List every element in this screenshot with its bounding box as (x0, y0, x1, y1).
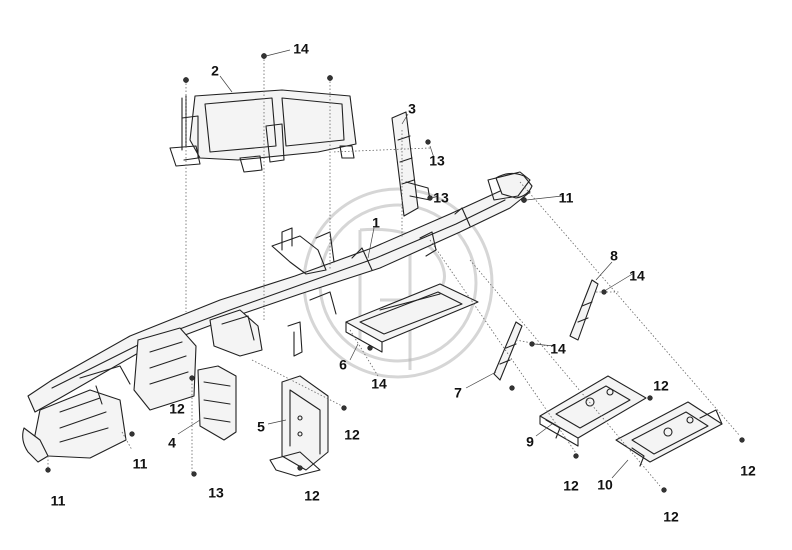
callout-label-c14c: 14 (550, 341, 566, 357)
callout-label-c6: 6 (339, 357, 347, 373)
tray-bracket (345, 283, 479, 353)
callout-label-c12f: 12 (740, 463, 756, 479)
callout-label-c4: 4 (168, 435, 176, 451)
screw-icon (189, 375, 195, 381)
screw-icon (327, 75, 333, 81)
screw-icon (183, 77, 189, 83)
callout-label-c12d: 12 (653, 378, 669, 394)
callout-label-c12e: 12 (563, 478, 579, 494)
mounting-plate-left (539, 375, 647, 447)
callout-label-c9: 9 (526, 434, 534, 450)
vertical-rail-right (569, 279, 599, 341)
screw-icon (367, 345, 373, 351)
screw-icon (129, 431, 135, 437)
callout-label-c14a: 14 (293, 41, 309, 57)
screw-icon (509, 385, 515, 391)
callout-label-c13a: 13 (429, 153, 445, 169)
callout-label-c14d: 14 (371, 376, 387, 392)
callout-label-c12b: 12 (344, 427, 360, 443)
callout-label-c8: 8 (610, 248, 618, 264)
screw-icon (427, 195, 433, 201)
assembly-lines (47, 56, 741, 487)
screw-icon (261, 53, 267, 59)
display-bracket-frame (169, 89, 357, 173)
callout-label-c11b: 11 (133, 456, 148, 472)
screw-icon (573, 453, 579, 459)
mounting-plate-right (615, 401, 723, 467)
callout-label-c12a: 12 (169, 401, 185, 417)
callout-labels: 1234567891011111112121212121212131313141… (51, 41, 756, 525)
callout-label-c2: 2 (211, 63, 219, 79)
screw-icon (297, 465, 303, 471)
callout-label-c12c: 12 (304, 488, 320, 504)
left-lower-bracket (197, 365, 237, 441)
center-support-bracket (269, 375, 329, 477)
callout-label-c3: 3 (408, 101, 416, 117)
screw-icon (191, 471, 197, 477)
screw-icon (521, 197, 527, 203)
screw-icon (661, 487, 667, 493)
leader-lines (177, 49, 635, 479)
cross-car-beam (22, 171, 533, 463)
screw-icon (601, 289, 607, 295)
screw-icon (529, 341, 535, 347)
screw-icon (341, 405, 347, 411)
callout-label-c13c: 13 (208, 485, 224, 501)
callout-label-c13b: 13 (433, 190, 449, 206)
side-bracket (391, 111, 431, 217)
fasteners (45, 53, 745, 493)
callout-label-c1: 1 (372, 215, 380, 231)
callout-label-c11a: 11 (559, 190, 574, 206)
screw-icon (739, 437, 745, 443)
callout-label-c12g: 12 (663, 509, 679, 525)
callout-label-c11c: 11 (51, 493, 66, 509)
callout-label-c14b: 14 (629, 268, 645, 284)
callout-label-c5: 5 (257, 419, 265, 435)
callout-label-c10: 10 (597, 477, 613, 493)
screw-icon (647, 395, 653, 401)
vertical-rail-left (493, 321, 523, 381)
screw-icon (45, 467, 51, 473)
callout-label-c7: 7 (454, 385, 462, 401)
screw-icon (425, 139, 431, 145)
